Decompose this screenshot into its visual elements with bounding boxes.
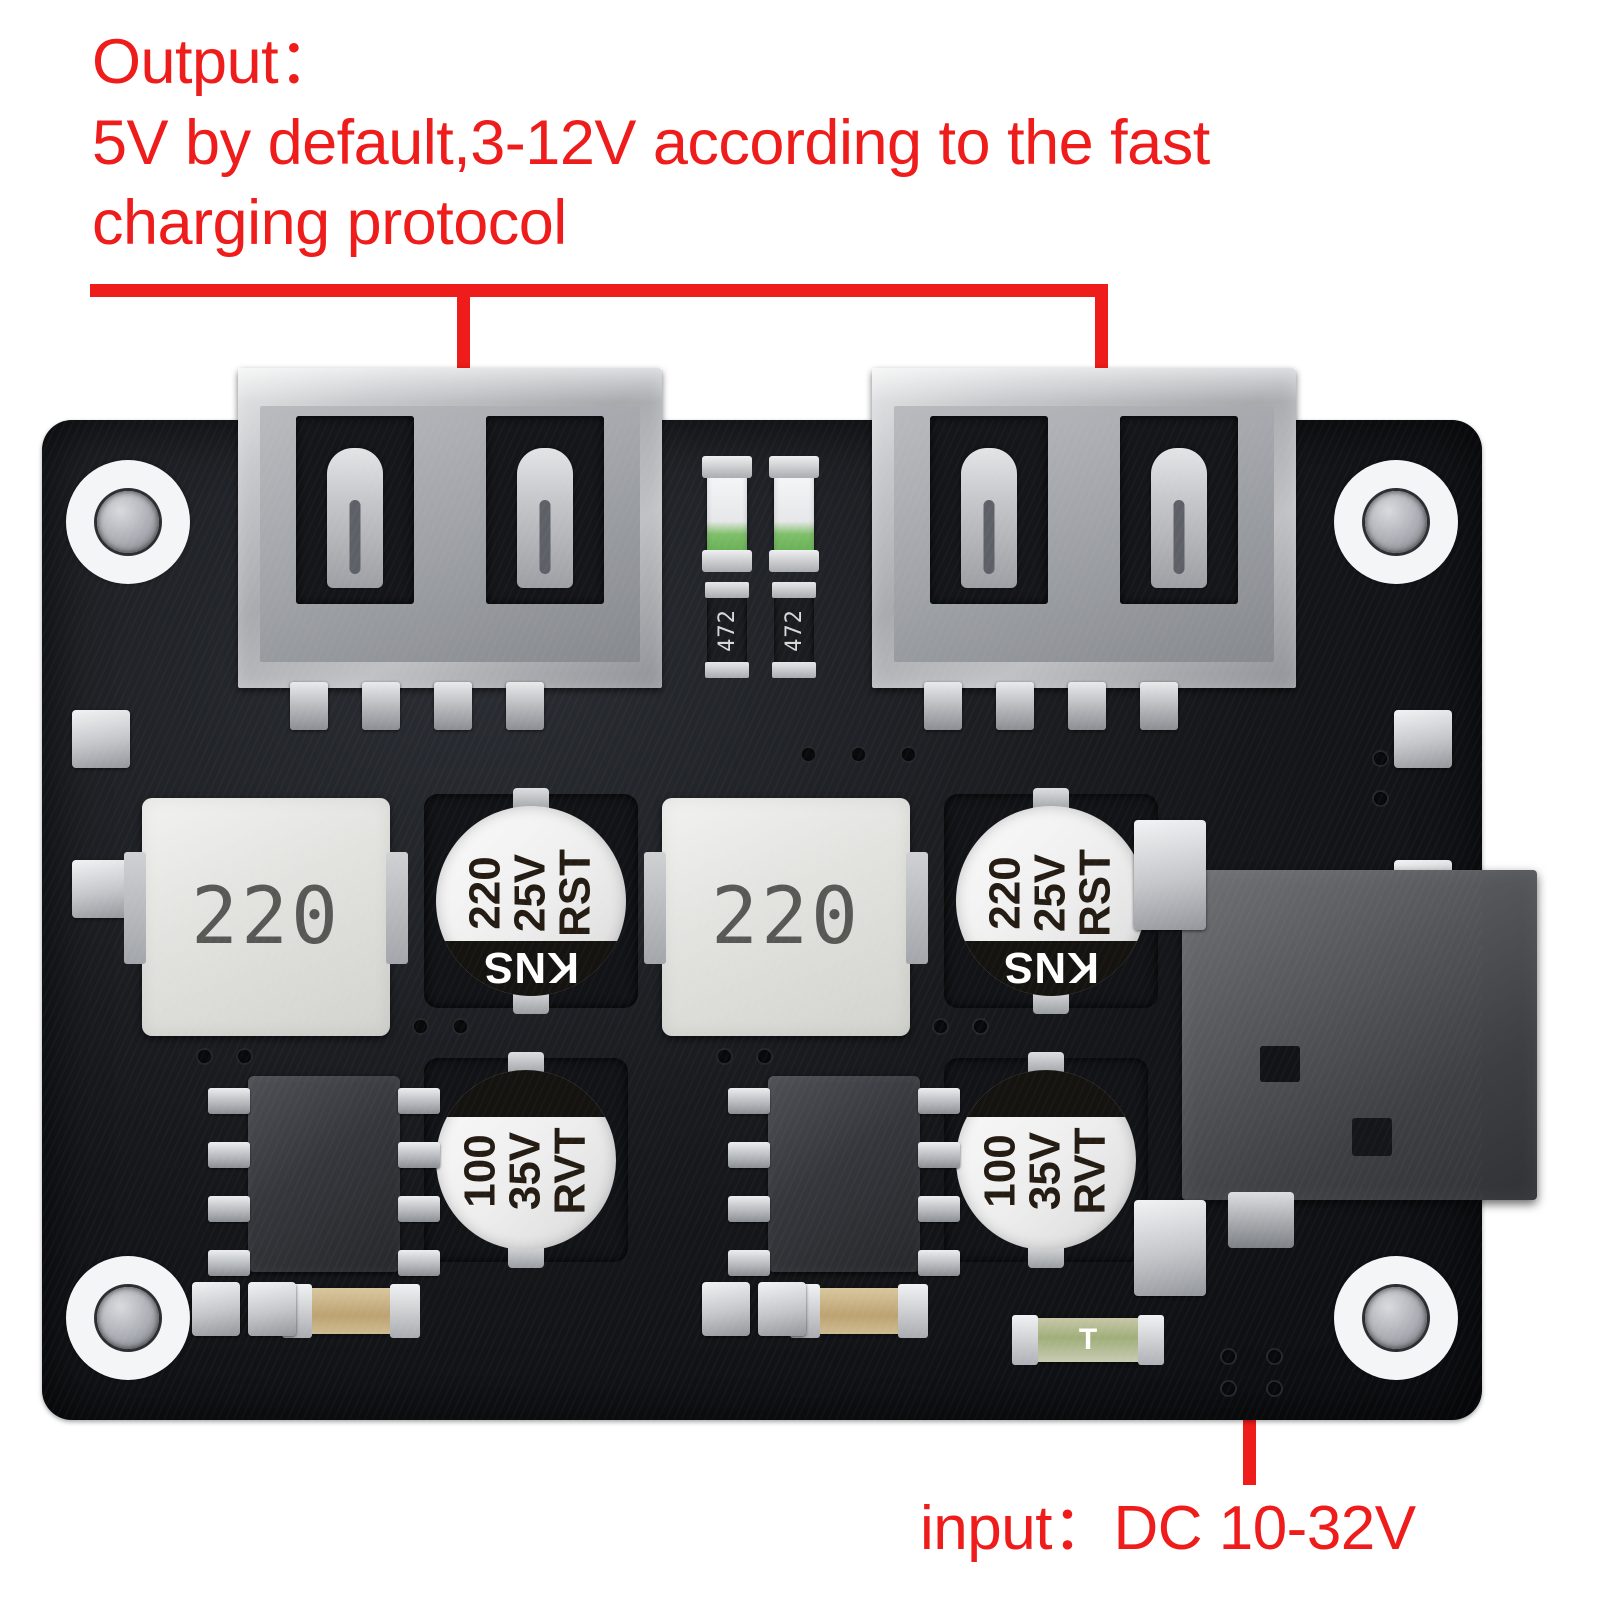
resistor-472-2: 472: [772, 582, 816, 678]
inductor-marking: 220: [191, 872, 341, 962]
via: [414, 1020, 427, 1033]
via: [1222, 1350, 1235, 1363]
fuse-marking: T: [1078, 1323, 1098, 1356]
smd-capacitor-2: [790, 1284, 928, 1338]
dc-jack-notch-2: [1352, 1118, 1392, 1156]
via: [454, 1020, 467, 1033]
usb-contact-right: [517, 448, 573, 588]
via: [934, 1020, 947, 1033]
via: [1268, 1382, 1281, 1395]
ic-chip-1: [208, 1076, 440, 1276]
dc-jack-notch-1: [1260, 1046, 1300, 1082]
output-annotation-text: Output： 5V by default,3-12V according to…: [92, 27, 1210, 259]
cap-polarity-band: [956, 940, 1146, 996]
ic-pins-right: [918, 1088, 960, 1276]
via: [238, 1050, 251, 1063]
ic-chip-2: [728, 1076, 960, 1276]
usb-shell-sheen: [238, 368, 662, 402]
usb-shell-sheen: [872, 368, 1296, 402]
cap-polarity-band: [436, 1070, 616, 1117]
usb-solder-pins: [924, 682, 1178, 730]
usb-contact-right: [1151, 448, 1207, 588]
status-led-2: [769, 456, 819, 572]
via: [1374, 792, 1387, 805]
status-led-1: [702, 456, 752, 572]
inductor-1: 220: [124, 798, 408, 1036]
output-callout-bracket: [90, 284, 1108, 297]
cap-body: 100 35V RVT: [956, 1070, 1136, 1250]
capacitor-220-25v-1: 220 25V RST KNS: [424, 788, 638, 1014]
dc-jack-pad-bottom: [1134, 1200, 1206, 1296]
usb-cavity: [894, 406, 1274, 662]
inductor-marking: 220: [711, 872, 861, 962]
cap-brand: KNS: [483, 943, 579, 993]
dc-jack-solder-tab: [1228, 1192, 1294, 1248]
smd-capacitor-1: [282, 1284, 420, 1338]
cap-body: 100 35V RVT: [436, 1070, 616, 1250]
via: [198, 1050, 211, 1063]
via: [852, 748, 865, 761]
pcb-board: 472 472 220 220 220 25V RST KNS: [42, 368, 1537, 1420]
cap-body: 220 25V RST KNS: [956, 806, 1146, 996]
usb-contact-left: [327, 448, 383, 588]
resistor-472-1: 472: [705, 582, 749, 678]
cap-body: 220 25V RST KNS: [436, 806, 626, 996]
cap-label: 100 35V RVT: [975, 1127, 1115, 1215]
smd-pad-group-1: [192, 1282, 240, 1336]
usb-cavity: [260, 406, 640, 662]
capacitor-100-35v-2: 100 35V RVT: [944, 1052, 1148, 1268]
via: [718, 1050, 731, 1063]
cap-brand: KNS: [1003, 943, 1099, 993]
smd-pad-group-4: [758, 1282, 806, 1336]
ic-pins-right: [398, 1088, 440, 1276]
input-annotation-text: input：DC 10-32V: [920, 1494, 1416, 1563]
via: [802, 748, 815, 761]
mounting-hole-bottom-left: [66, 1256, 190, 1380]
cap-label: 100 35V RVT: [455, 1127, 595, 1215]
cap-polarity-band: [956, 1070, 1136, 1117]
capacitor-220-25v-2: 220 25V RST KNS: [944, 788, 1158, 1014]
mounting-hole-top-left: [66, 460, 190, 584]
via: [1374, 752, 1387, 765]
ic-pins-left: [208, 1088, 250, 1276]
fuse-component: T: [1012, 1315, 1164, 1365]
via: [974, 1020, 987, 1033]
mounting-hole-bottom-right: [1334, 1256, 1458, 1380]
solder-pad-right-1: [1394, 710, 1452, 768]
ic-pins-left: [728, 1088, 770, 1276]
smd-pad-group-3: [702, 1282, 750, 1336]
solder-pad-left-2: [72, 860, 130, 918]
mounting-hole-top-right: [1334, 460, 1458, 584]
usb-solder-pins: [290, 682, 544, 730]
cap-label: 220 25V RST: [460, 849, 600, 938]
smd-pad-group-2: [248, 1282, 296, 1336]
dc-input-jack[interactable]: [1182, 870, 1537, 1248]
usb-port-right[interactable]: [872, 368, 1296, 730]
cap-label: 220 25V RST: [980, 849, 1120, 938]
capacitor-100-35v-1: 100 35V RVT: [424, 1052, 628, 1268]
resistor-marking: 472: [781, 608, 807, 652]
solder-pad-left-1: [72, 710, 130, 768]
cap-polarity-band: [436, 940, 626, 996]
via: [758, 1050, 771, 1063]
dc-jack-pad-top: [1134, 820, 1206, 930]
via: [902, 748, 915, 761]
inductor-2: 220: [644, 798, 928, 1036]
resistor-marking: 472: [714, 608, 740, 652]
usb-port-left[interactable]: [238, 368, 662, 730]
via: [1222, 1382, 1235, 1395]
via: [1268, 1350, 1281, 1363]
usb-contact-left: [961, 448, 1017, 588]
